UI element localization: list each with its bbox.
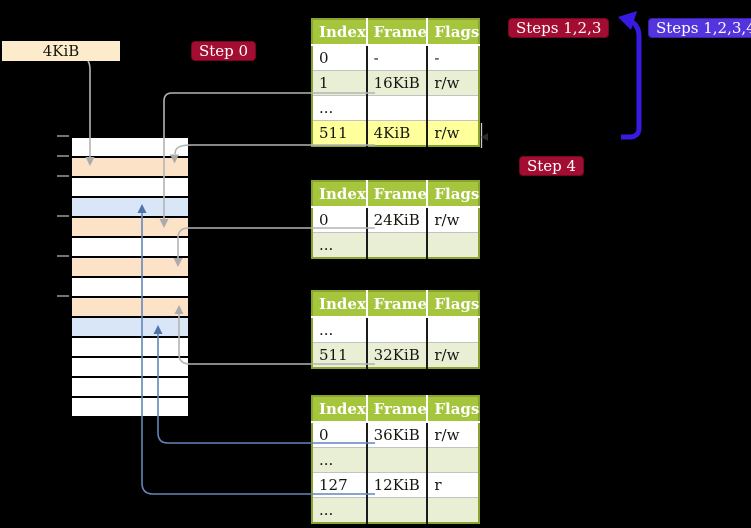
frame-size-label: 4KiB (2, 41, 120, 61)
table-cell: r/w (426, 207, 479, 233)
column-header-index: Index (312, 181, 367, 208)
table-cell (365, 447, 428, 473)
badge-steps-1-2-3-4: Steps 1,2,3,4 (648, 18, 751, 38)
table-row: ... (312, 317, 479, 343)
table-cell: - (365, 45, 428, 71)
memory-frame-empty (72, 378, 188, 398)
table-cell (365, 497, 428, 523)
memory-frame-empty (72, 398, 188, 416)
column-header-index: Index (312, 19, 367, 46)
memory-frame-mapped (72, 318, 188, 338)
badge-steps-1-2-3: Steps 1,2,3 (508, 18, 610, 38)
table-cell: 16KiB (365, 70, 428, 96)
table-cell: 4KiB (365, 120, 428, 146)
memory-tick-marks (57, 135, 69, 297)
table-cell: r/w (426, 120, 479, 146)
table-cell (426, 447, 479, 473)
table-row: ... (312, 232, 479, 258)
table-cell (426, 232, 479, 258)
column-header-flags: Flags (426, 19, 479, 46)
recursive-entry-marker (480, 123, 488, 148)
physical-memory-column (70, 136, 190, 418)
table-cell (365, 317, 428, 343)
table-cell: 511 (312, 120, 367, 146)
table-cell (426, 95, 479, 121)
memory-frame-page-table (72, 158, 188, 178)
table-cell: r/w (426, 70, 479, 96)
memory-frame-empty (72, 238, 188, 258)
column-header-index: Index (312, 396, 367, 423)
column-header-frame: Frame (365, 396, 428, 423)
column-header-flags: Flags (426, 396, 479, 423)
table-cell: ... (312, 95, 367, 121)
table-cell: r (426, 472, 479, 498)
memory-frame-mapped (72, 198, 188, 218)
table-cell (365, 95, 428, 121)
column-header-frame: Frame (365, 291, 428, 318)
memory-frame-page-table (72, 298, 188, 318)
table-cell: 32KiB (365, 342, 428, 368)
memory-frame-empty (72, 138, 188, 158)
table-cell: ... (312, 232, 367, 258)
table-cell: 36KiB (365, 422, 428, 448)
column-header-index: Index (312, 291, 367, 318)
table-row: 0 -- (312, 45, 479, 71)
table-row: ... (312, 497, 479, 523)
badge-step-4: Step 4 (519, 156, 585, 176)
recursive-loop-arrow (618, 11, 642, 140)
table-cell: - (426, 45, 479, 71)
memory-frame-empty (72, 178, 188, 198)
table-cell (426, 497, 479, 523)
table-cell (426, 317, 479, 343)
table-cell: 511 (312, 342, 367, 368)
table-cell: r/w (426, 422, 479, 448)
column-header-flags: Flags (426, 291, 479, 318)
column-header-frame: Frame (365, 19, 428, 46)
table-cell: 127 (312, 472, 367, 498)
memory-frame-empty (72, 358, 188, 378)
table-cell: r/w (426, 342, 479, 368)
table-cell: 0 (319, 49, 329, 67)
column-header-flags: Flags (426, 181, 479, 208)
memory-frame-empty (72, 338, 188, 358)
memory-frame-page-table (72, 258, 188, 278)
table-cell: 0 (319, 211, 329, 229)
table-cell: 0 (319, 426, 329, 444)
table-cell: 24KiB (365, 207, 428, 233)
table-row: ... (312, 95, 479, 121)
table-cell: ... (312, 447, 367, 473)
table-cell: 12KiB (365, 472, 428, 498)
memory-frame-empty (72, 278, 188, 298)
table-cell: 1 (312, 70, 367, 96)
column-header-frame: Frame (365, 181, 428, 208)
table-cell (365, 232, 428, 258)
table-row: ... (312, 447, 479, 473)
badge-step-0: Step 0 (191, 41, 257, 61)
table-cell: ... (319, 321, 334, 339)
table-cell: ... (312, 497, 367, 523)
memory-frame-page-table (72, 218, 188, 238)
